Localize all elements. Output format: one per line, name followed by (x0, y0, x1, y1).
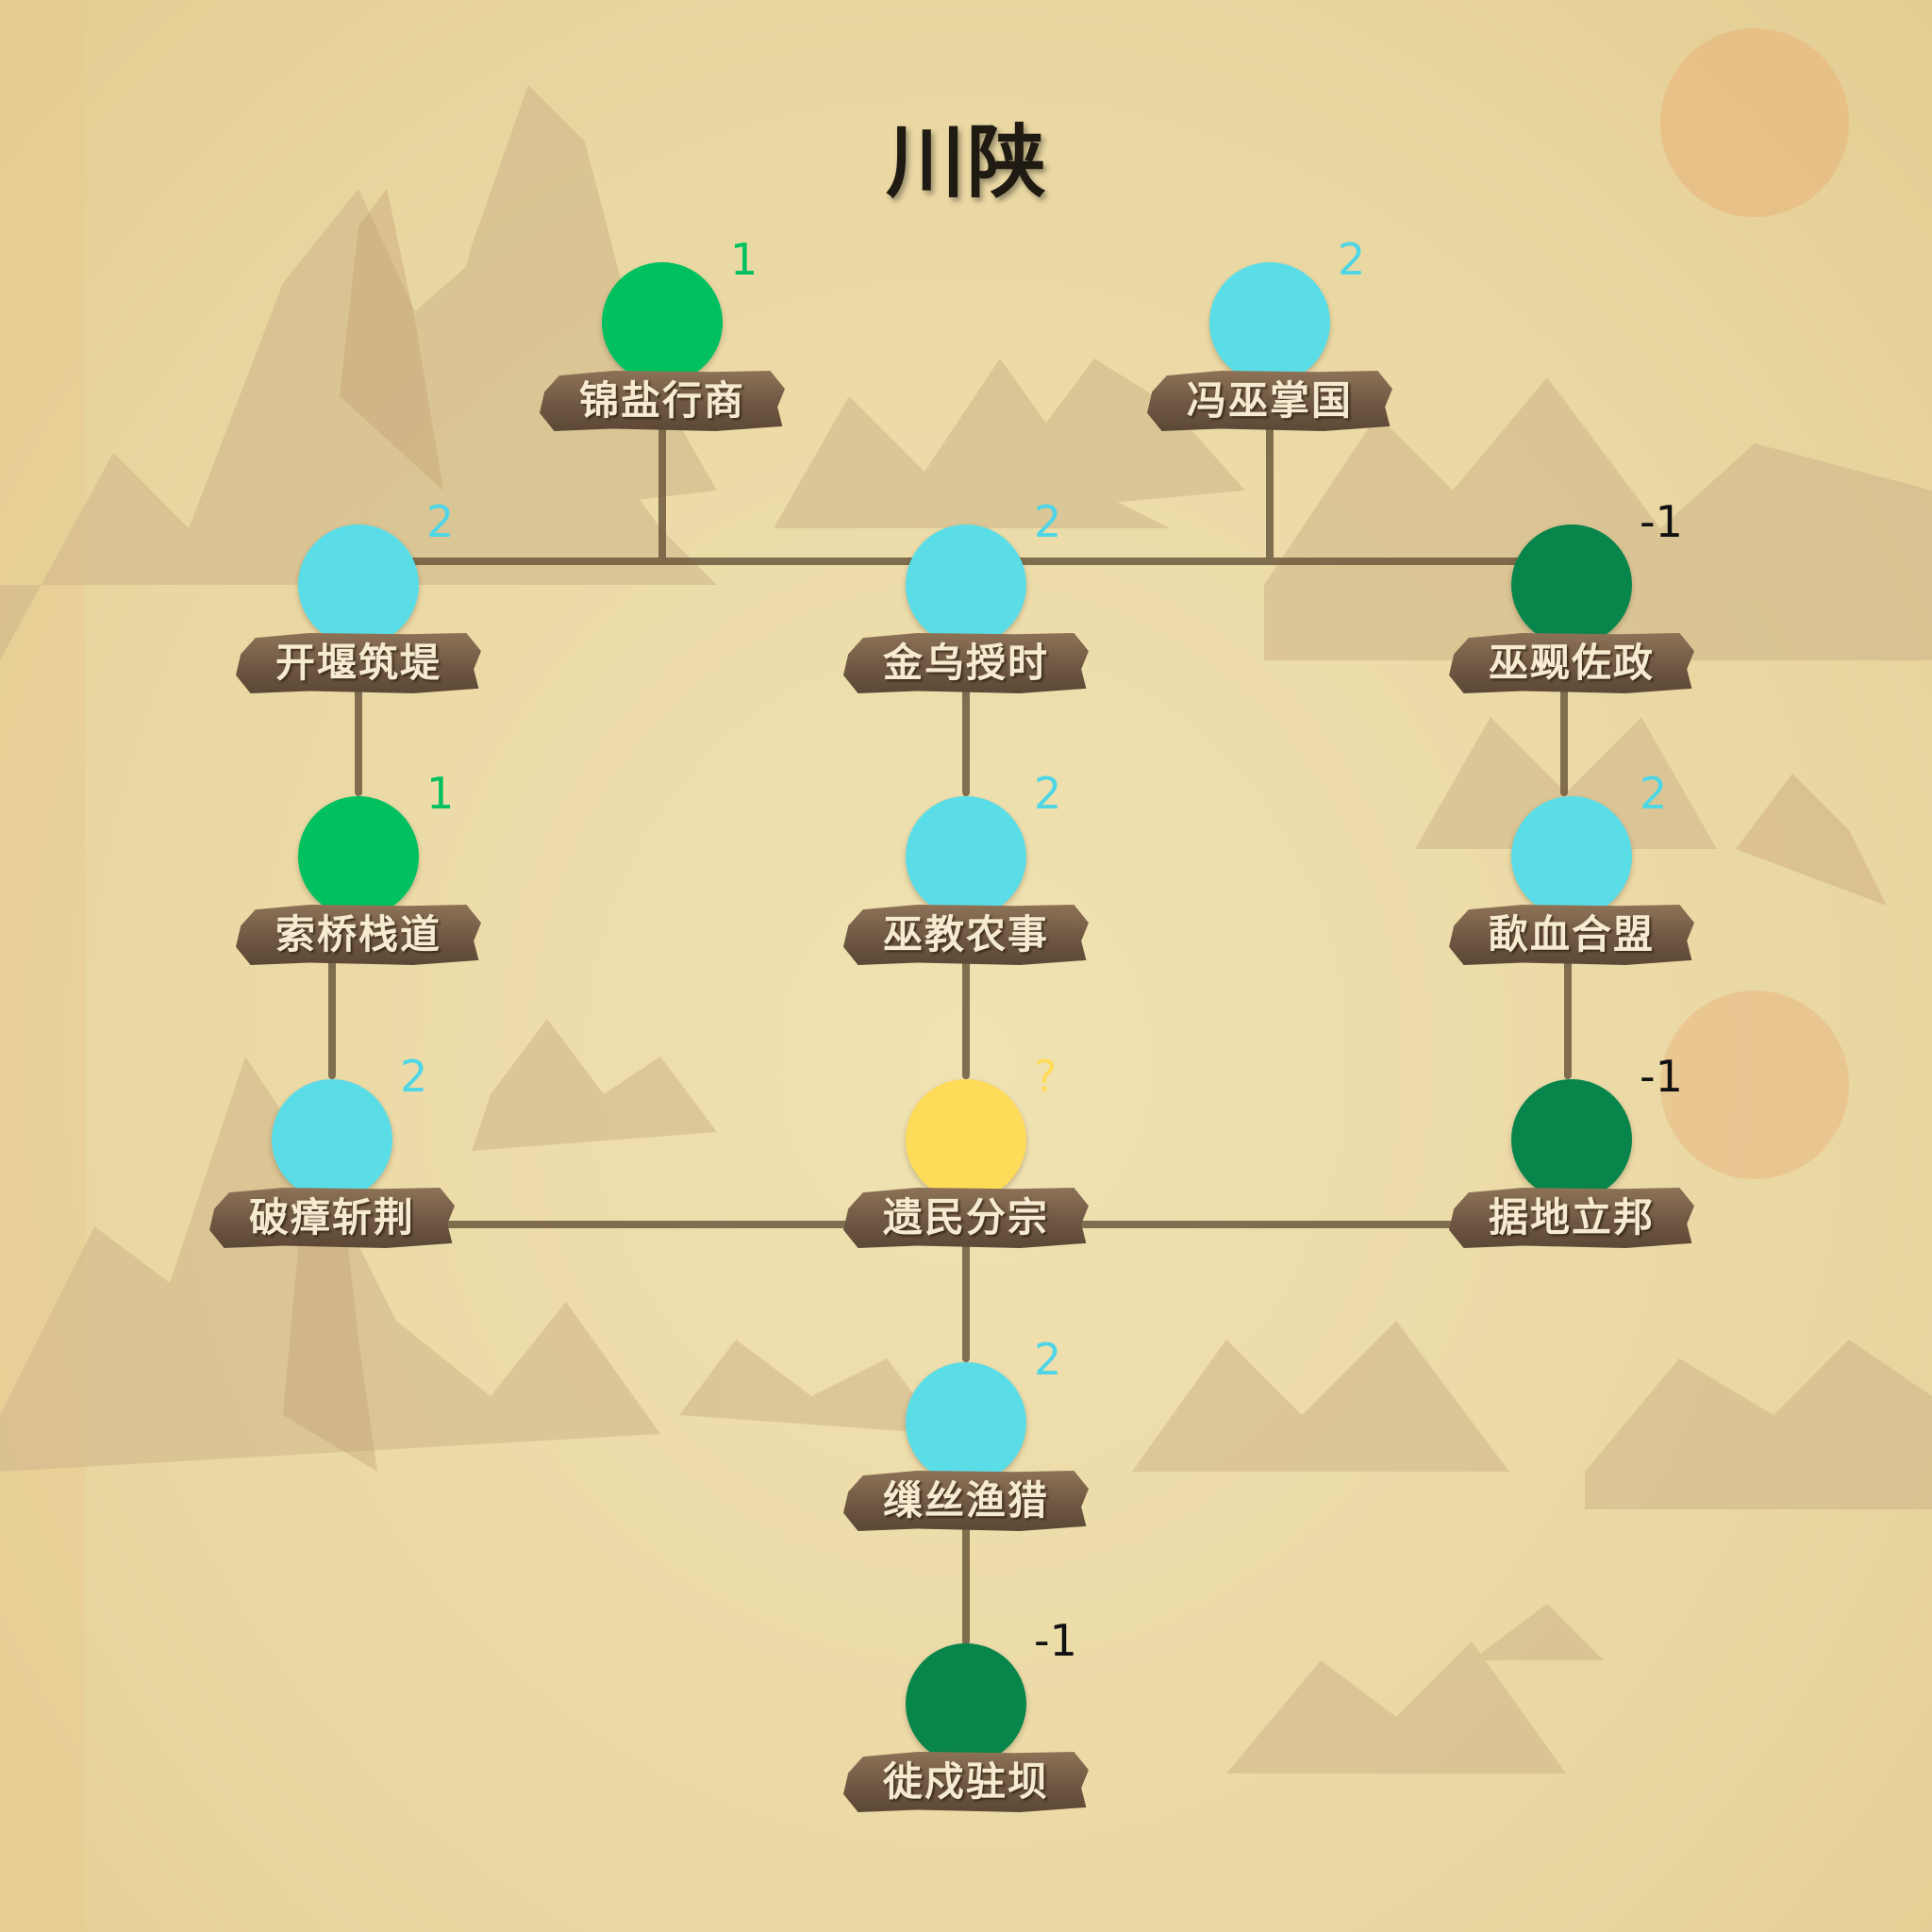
tech-node-wujiao[interactable]: 巫教农事 2 (843, 770, 1089, 985)
node-circle (1511, 525, 1632, 645)
node-label: 索桥栈道 (275, 911, 441, 958)
tech-node-pozhang[interactable]: 破瘴斩荆 2 (209, 1053, 455, 1268)
region-title: 川陕 (885, 116, 1048, 208)
tech-node-jinyan[interactable]: 锦盐行商 1 (540, 236, 785, 451)
node-circle (1511, 796, 1632, 917)
label-plank (843, 1188, 1089, 1248)
sun-icon (1660, 28, 1849, 217)
label-plank (843, 1471, 1089, 1531)
node-cost: 2 (1034, 768, 1062, 819)
node-circle (1511, 1079, 1632, 1200)
node-label: 遗民分宗 (882, 1194, 1049, 1241)
node-label: 金乌授时 (882, 640, 1049, 686)
node-circle (906, 1643, 1026, 1764)
node-label: 冯巫掌国 (1186, 377, 1353, 424)
tech-node-fengwu[interactable]: 冯巫掌国 2 (1147, 236, 1392, 451)
tech-node-suoqiao[interactable]: 索桥栈道 1 (236, 770, 481, 985)
label-plank (236, 633, 481, 693)
node-cost: 2 (1338, 234, 1366, 285)
tech-node-shaxue[interactable]: 歃血合盟 2 (1449, 770, 1694, 985)
tech-node-jinwu[interactable]: 金乌授时 2 (843, 498, 1089, 713)
node-label: 据地立邦 (1488, 1194, 1655, 1241)
node-circle (906, 525, 1026, 645)
node-cost: -1 (1640, 496, 1683, 547)
node-circle (906, 1079, 1026, 1200)
node-cost: 1 (426, 768, 455, 819)
node-circle (1209, 262, 1330, 383)
label-plank (843, 905, 1089, 965)
node-cost: 2 (400, 1051, 428, 1102)
node-cost: ? (1034, 1051, 1058, 1102)
tech-node-caosi[interactable]: 缫丝渔猎 2 (843, 1336, 1089, 1551)
label-plank (209, 1188, 455, 1248)
node-cost: 2 (426, 496, 455, 547)
node-cost: -1 (1640, 1051, 1683, 1102)
node-label: 破瘴斩荆 (248, 1194, 415, 1241)
tech-node-wuguan[interactable]: 巫觋佐政 -1 (1449, 498, 1694, 713)
node-circle (906, 1362, 1026, 1483)
sun-icon (1660, 991, 1849, 1179)
tech-node-yimin[interactable]: 遗民分宗 ? (843, 1053, 1089, 1268)
label-plank (540, 371, 785, 431)
label-plank (843, 1752, 1089, 1812)
node-label: 歃血合盟 (1488, 911, 1655, 958)
label-plank (843, 633, 1089, 693)
tech-node-kaiyan[interactable]: 开堰筑堤 2 (236, 498, 481, 713)
node-cost: -1 (1034, 1615, 1077, 1666)
node-circle (298, 525, 419, 645)
node-circle (906, 796, 1026, 917)
label-plank (1449, 1188, 1694, 1248)
label-plank (1449, 905, 1694, 965)
node-label: 开堰筑堤 (275, 640, 441, 686)
node-cost: 2 (1640, 768, 1668, 819)
node-cost: 2 (1034, 1334, 1062, 1385)
label-plank (236, 905, 481, 965)
node-label: 徙戍驻坝 (882, 1758, 1049, 1805)
tech-node-xishu[interactable]: 徙戍驻坝 -1 (843, 1617, 1089, 1832)
node-circle (298, 796, 419, 917)
node-cost: 1 (730, 234, 758, 285)
tech-node-judi[interactable]: 据地立邦 -1 (1449, 1053, 1694, 1268)
node-cost: 2 (1034, 496, 1062, 547)
label-plank (1147, 371, 1392, 431)
node-circle (602, 262, 723, 383)
node-label: 缫丝渔猎 (882, 1477, 1049, 1524)
label-plank (1449, 633, 1694, 693)
node-label: 巫教农事 (882, 911, 1049, 958)
node-label: 锦盐行商 (578, 377, 745, 424)
node-circle (272, 1079, 392, 1200)
node-label: 巫觋佐政 (1488, 640, 1655, 686)
